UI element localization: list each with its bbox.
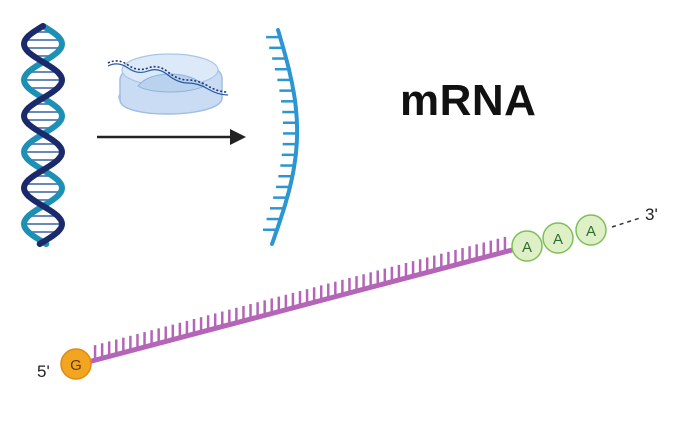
poly-a-label: A bbox=[522, 239, 532, 256]
dna-double-helix-icon bbox=[20, 23, 66, 247]
transcription-arrow-icon bbox=[97, 129, 246, 145]
mrna-strand bbox=[87, 236, 513, 365]
five-prime-label: 5' bbox=[37, 362, 50, 381]
poly-a-nucleotide: A bbox=[511, 230, 543, 262]
poly-a-nucleotide: A bbox=[575, 214, 607, 246]
five-prime-cap: G bbox=[60, 348, 92, 380]
cap-nucleotide-label: G bbox=[70, 357, 82, 374]
page-title: mRNA bbox=[400, 76, 537, 125]
poly-a-label: A bbox=[553, 231, 563, 248]
three-prime-dashed-extension bbox=[611, 217, 641, 228]
ribosome-icon bbox=[107, 53, 229, 115]
poly-a-tail: A A A bbox=[511, 214, 607, 262]
poly-a-label: A bbox=[586, 223, 596, 240]
dna-backbone bbox=[20, 23, 66, 247]
three-prime-label: 3' bbox=[645, 205, 658, 224]
rna-backbone bbox=[270, 28, 300, 246]
single-strand-rna-icon bbox=[262, 28, 300, 246]
poly-a-nucleotide: A bbox=[542, 222, 574, 254]
